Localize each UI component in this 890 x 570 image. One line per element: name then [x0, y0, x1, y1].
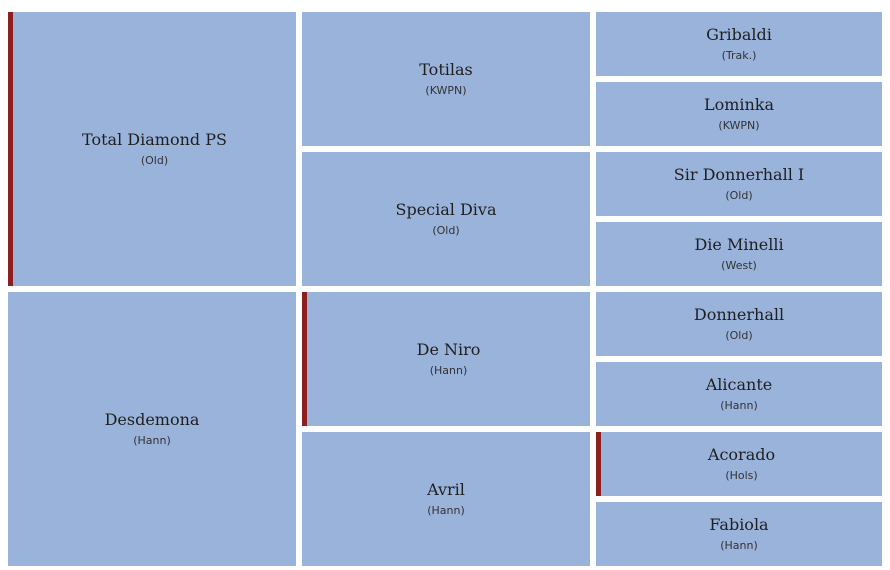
horse-breed: (West) [721, 259, 757, 272]
pedigree-cell-ss-sire: Gribaldi (Trak.) [596, 12, 882, 76]
horse-name: Special Diva [395, 200, 497, 219]
pedigree-cell-sire-sire: Totilas (KWPN) [302, 12, 590, 146]
pedigree-cell-dd-dam: Fabiola (Hann) [596, 502, 882, 566]
pedigree-cell-ds-sire: Donnerhall (Old) [596, 292, 882, 356]
horse-name: Gribaldi [706, 25, 772, 44]
horse-name: Total Diamond PS [82, 130, 227, 149]
horse-breed: (Old) [725, 329, 753, 342]
pedigree-cell-sire-dam: Special Diva (Old) [302, 152, 590, 286]
horse-name: Sir Donnerhall I [673, 165, 805, 184]
horse-name: Donnerhall [693, 305, 785, 324]
horse-name: Acorado [707, 445, 776, 464]
horse-name: Die Minelli [694, 235, 784, 254]
horse-breed: (Old) [140, 154, 169, 167]
pedigree-cell-dam-dam: Avril (Hann) [302, 432, 590, 566]
horse-breed: (Hann) [720, 539, 758, 552]
horse-name: Fabiola [709, 515, 769, 534]
horse-breed: (Old) [725, 189, 753, 202]
horse-name: Desdemona [104, 410, 200, 429]
horse-name: Avril [427, 480, 465, 499]
horse-name: Lominka [703, 95, 775, 114]
pedigree-cell-sire: Total Diamond PS (Old) [8, 12, 296, 286]
horse-breed: (Hann) [427, 504, 465, 517]
horse-name: Alicante [705, 375, 773, 394]
horse-name: Totilas [419, 60, 473, 79]
pedigree-cell-sd-dam: Die Minelli (West) [596, 222, 882, 286]
pedigree-cell-dam: Desdemona (Hann) [8, 292, 296, 566]
horse-breed: (Hann) [720, 399, 758, 412]
pedigree-cell-sd-sire: Sir Donnerhall I (Old) [596, 152, 882, 216]
pedigree-cell-dam-sire: De Niro (Hann) [302, 292, 590, 426]
horse-breed: (Old) [432, 224, 460, 237]
horse-breed: (KWPN) [718, 119, 760, 132]
horse-breed: (Hann) [429, 364, 468, 377]
horse-breed: (KWPN) [425, 84, 467, 97]
pedigree-chart: Total Diamond PS (Old) Desdemona (Hann) … [8, 12, 882, 566]
horse-name: De Niro [416, 340, 481, 359]
horse-breed: (Hols) [725, 469, 758, 482]
pedigree-cell-ds-dam: Alicante (Hann) [596, 362, 882, 426]
pedigree-cell-ss-dam: Lominka (KWPN) [596, 82, 882, 146]
horse-breed: (Hann) [133, 434, 171, 447]
pedigree-cell-dd-sire: Acorado (Hols) [596, 432, 882, 496]
horse-breed: (Trak.) [721, 49, 757, 62]
